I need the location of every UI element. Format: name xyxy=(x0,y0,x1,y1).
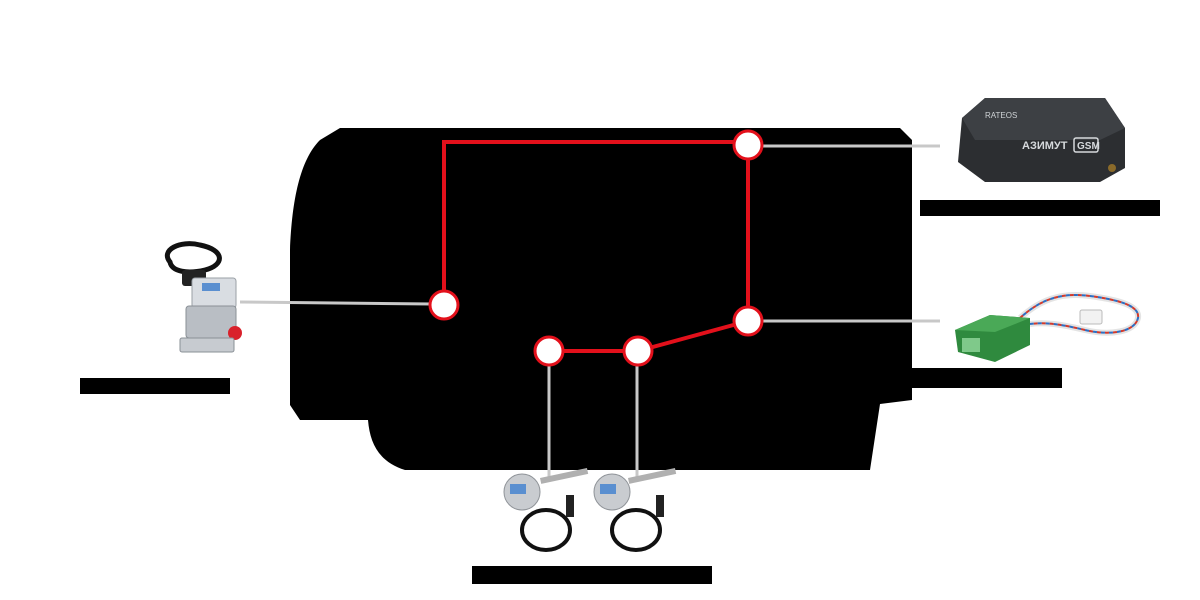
node-water-sensor[interactable] xyxy=(732,305,764,337)
fuel-level-sensor-icon[interactable] xyxy=(593,468,677,552)
tracker-brand: RATEOS xyxy=(985,111,1017,120)
node-tracker[interactable] xyxy=(732,129,764,161)
caption-bar-flow-meter xyxy=(80,378,230,394)
tracker-label: АЗИМУТ xyxy=(1022,140,1068,152)
caption-bar-fuel-sensors xyxy=(472,566,712,584)
caption-bar-water-sensor xyxy=(912,368,1062,388)
vehicle-silhouette xyxy=(290,128,912,470)
fuel-level-sensor-icon[interactable] xyxy=(503,468,589,552)
tracker-badge: GSM xyxy=(1077,141,1100,152)
node-flow-meter[interactable] xyxy=(428,289,460,321)
node-fuel-sensor-2[interactable] xyxy=(622,335,654,367)
caption-bar-tracker xyxy=(920,200,1160,216)
sensor-wires xyxy=(239,144,940,478)
fuel-flow-meter-icon[interactable] xyxy=(165,241,242,353)
water-leak-sensor-icon[interactable] xyxy=(955,292,1142,362)
bus-nodes xyxy=(428,129,764,367)
wire-flow-meter xyxy=(239,300,433,306)
gps-tracker-icon[interactable]: RATEOS АЗИМУТ GSM xyxy=(958,98,1125,182)
node-fuel-sensor-1[interactable] xyxy=(533,335,565,367)
